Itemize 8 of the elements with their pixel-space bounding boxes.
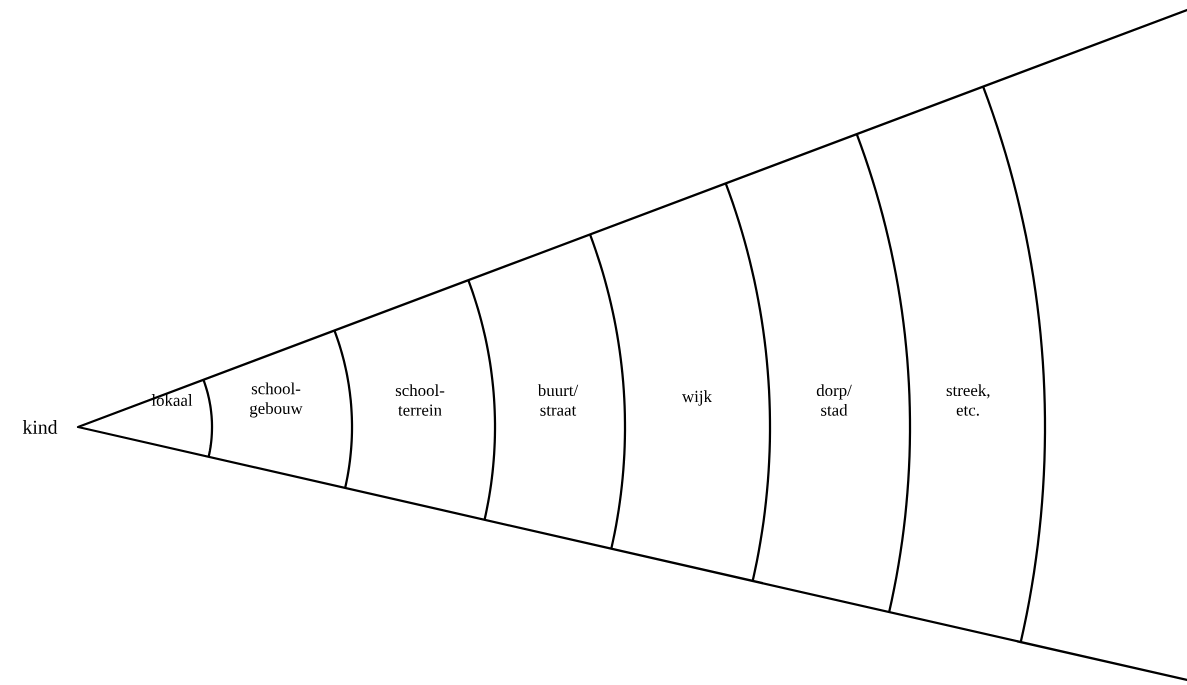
band-label: school- terrein bbox=[395, 384, 445, 416]
band-label: school- gebouw bbox=[250, 382, 303, 418]
side-label: kind bbox=[22, 420, 58, 434]
band-label: streek, etc. bbox=[946, 384, 990, 416]
band-label: dorp/ stad bbox=[816, 384, 852, 416]
band-label: lokaal bbox=[151, 394, 193, 406]
band-label: buurt/ straat bbox=[537, 384, 579, 416]
band-label: wijk bbox=[682, 390, 712, 406]
